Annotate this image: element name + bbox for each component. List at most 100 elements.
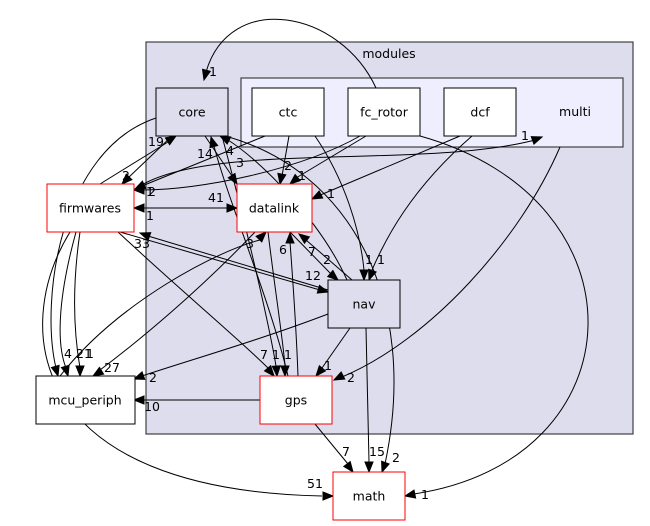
- edge-label[interactable]: 2: [392, 450, 400, 465]
- node-math-box[interactable]: [332, 471, 406, 521]
- edge-line: [119, 231, 321, 291]
- edge-nav-to-mcu-periph[interactable]: 2: [132, 313, 329, 385]
- edge-line: [205, 18, 377, 89]
- edge-core-to-gps[interactable]: 1: [221, 135, 281, 378]
- edge-label[interactable]: 1: [324, 358, 332, 373]
- edge-datalink-to-mcu-periph[interactable]: 27: [91, 231, 256, 377]
- edge-nav-to-gps[interactable]: 1: [315, 327, 351, 378]
- edge-label[interactable]: 3: [246, 236, 254, 251]
- edge-label[interactable]: 19: [148, 134, 164, 149]
- edge-label[interactable]: 1: [272, 347, 280, 362]
- node-core-box[interactable]: [155, 87, 229, 137]
- edge-label[interactable]: 14: [197, 146, 213, 161]
- edge-label[interactable]: 6: [279, 242, 287, 257]
- node-gps[interactable]: gps: [259, 375, 333, 425]
- node-mcu-periph-box[interactable]: [35, 375, 136, 425]
- edge-line: [74, 231, 81, 369]
- cluster-modules-label: modules: [362, 46, 415, 61]
- edge-nav-to-math[interactable]: 15: [364, 327, 385, 474]
- edge-gps-to-core[interactable]: 14: [197, 135, 289, 377]
- edge-label[interactable]: 1: [86, 346, 94, 361]
- edge-gps-to-mcu-periph[interactable]: 10: [132, 395, 260, 414]
- node-nav-box[interactable]: [327, 279, 401, 329]
- node-firmwares-label: firmwares: [59, 201, 121, 216]
- edge-label[interactable]: 2: [347, 370, 355, 385]
- edge-fc-rotor-to-firmwares[interactable]: 2: [132, 135, 361, 199]
- edge-firmwares-to-core[interactable]: 19: [99, 134, 178, 185]
- edge-datalink-to-nav[interactable]: 2: [289, 231, 340, 281]
- node-nav-label: nav: [353, 297, 377, 312]
- edge-label[interactable]: 41: [208, 190, 224, 205]
- edge-label[interactable]: 51: [307, 476, 323, 491]
- edge-label[interactable]: 1: [146, 208, 154, 223]
- edge-label[interactable]: 1: [146, 184, 154, 199]
- node-core[interactable]: core: [155, 87, 229, 137]
- arrowhead-icon: [132, 395, 145, 405]
- edge-label[interactable]: 2: [122, 168, 130, 183]
- edge-label[interactable]: 1: [327, 186, 335, 201]
- edge-line: [127, 135, 173, 179]
- node-ctc-box[interactable]: [251, 87, 325, 137]
- arrowhead-icon: [403, 489, 417, 499]
- edge-nav-to-datalink[interactable]: 7: [297, 233, 353, 281]
- edge-fc-rotor-to-math[interactable]: 1: [403, 135, 589, 502]
- edge-datalink-to-firmwares[interactable]: 1: [132, 203, 237, 223]
- node-gps-box[interactable]: [259, 375, 333, 425]
- edge-label[interactable]: 21: [76, 346, 92, 361]
- node-mcu-periph[interactable]: mcu_periph: [35, 375, 136, 425]
- edge-gps-to-datalink[interactable]: 6: [279, 231, 299, 377]
- edge-label[interactable]: 7: [260, 347, 268, 362]
- edge-label[interactable]: 27: [104, 360, 120, 375]
- edge-line: [204, 135, 233, 177]
- edge-label[interactable]: 1: [421, 487, 429, 502]
- node-datalink[interactable]: datalink: [236, 183, 313, 233]
- edge-label[interactable]: 1: [284, 347, 292, 362]
- edge-firmwares-to-nav[interactable]: 12: [119, 231, 330, 294]
- edge-label[interactable]: 4: [64, 346, 72, 361]
- edge-firmwares-to-mcu-periph[interactable]: 4: [59, 231, 77, 378]
- edge-label[interactable]: 10: [144, 399, 160, 414]
- edge-label[interactable]: 2: [149, 370, 157, 385]
- edge-label[interactable]: 3: [236, 155, 244, 170]
- node-fc-rotor[interactable]: fc_rotor: [347, 87, 421, 137]
- node-fc-rotor-box[interactable]: [347, 87, 421, 137]
- edge-label[interactable]: 15: [369, 444, 385, 459]
- node-ctc[interactable]: ctc: [251, 87, 325, 137]
- node-dcf[interactable]: dcf: [443, 87, 517, 137]
- edge-line: [141, 313, 329, 377]
- edge-label[interactable]: 12: [305, 268, 321, 283]
- edge-firmwares-to-multi[interactable]: 1: [133, 128, 544, 191]
- edge-label[interactable]: 1: [209, 64, 217, 79]
- edge-label[interactable]: 1: [377, 252, 385, 267]
- arrowhead-icon: [285, 231, 295, 244]
- node-nav[interactable]: nav: [327, 279, 401, 329]
- arrowhead-icon: [332, 371, 346, 381]
- edge-line: [281, 135, 290, 177]
- edge-label[interactable]: 1: [298, 168, 306, 183]
- node-fc-rotor-label: fc_rotor: [360, 105, 409, 120]
- edge-label[interactable]: 2: [148, 184, 156, 199]
- edge-datalink-to-gps[interactable]: 1: [267, 231, 292, 378]
- edge-fc-rotor-to-core[interactable]: 1: [201, 18, 377, 89]
- arrowhead-icon: [60, 364, 70, 378]
- node-firmwares[interactable]: firmwares: [46, 183, 135, 233]
- edge-multi-to-gps[interactable]: 2: [332, 146, 561, 385]
- arrowhead-icon: [316, 284, 330, 294]
- arrowhead-icon: [288, 173, 302, 185]
- edge-label[interactable]: 1: [521, 128, 529, 143]
- edge-label[interactable]: 2: [323, 252, 331, 267]
- edge-firmwares-to-gps[interactable]: 7: [117, 231, 275, 378]
- edge-core-to-firmwares[interactable]: 2: [121, 135, 173, 185]
- edge-line: [413, 135, 589, 495]
- node-datalink-box[interactable]: [236, 183, 313, 233]
- edge-gps-to-math[interactable]: 7: [314, 423, 354, 474]
- edge-firmwares-to-mcu-periph[interactable]: 21: [74, 231, 92, 378]
- node-math[interactable]: math: [332, 471, 406, 521]
- edge-dcf-to-nav[interactable]: 1: [368, 135, 473, 282]
- node-firmwares-box[interactable]: [46, 183, 135, 233]
- edge-label[interactable]: 7: [342, 444, 350, 459]
- node-dcf-box[interactable]: [443, 87, 517, 137]
- edge-label[interactable]: 7: [308, 244, 316, 259]
- edge-core-to-math[interactable]: 2: [224, 135, 400, 474]
